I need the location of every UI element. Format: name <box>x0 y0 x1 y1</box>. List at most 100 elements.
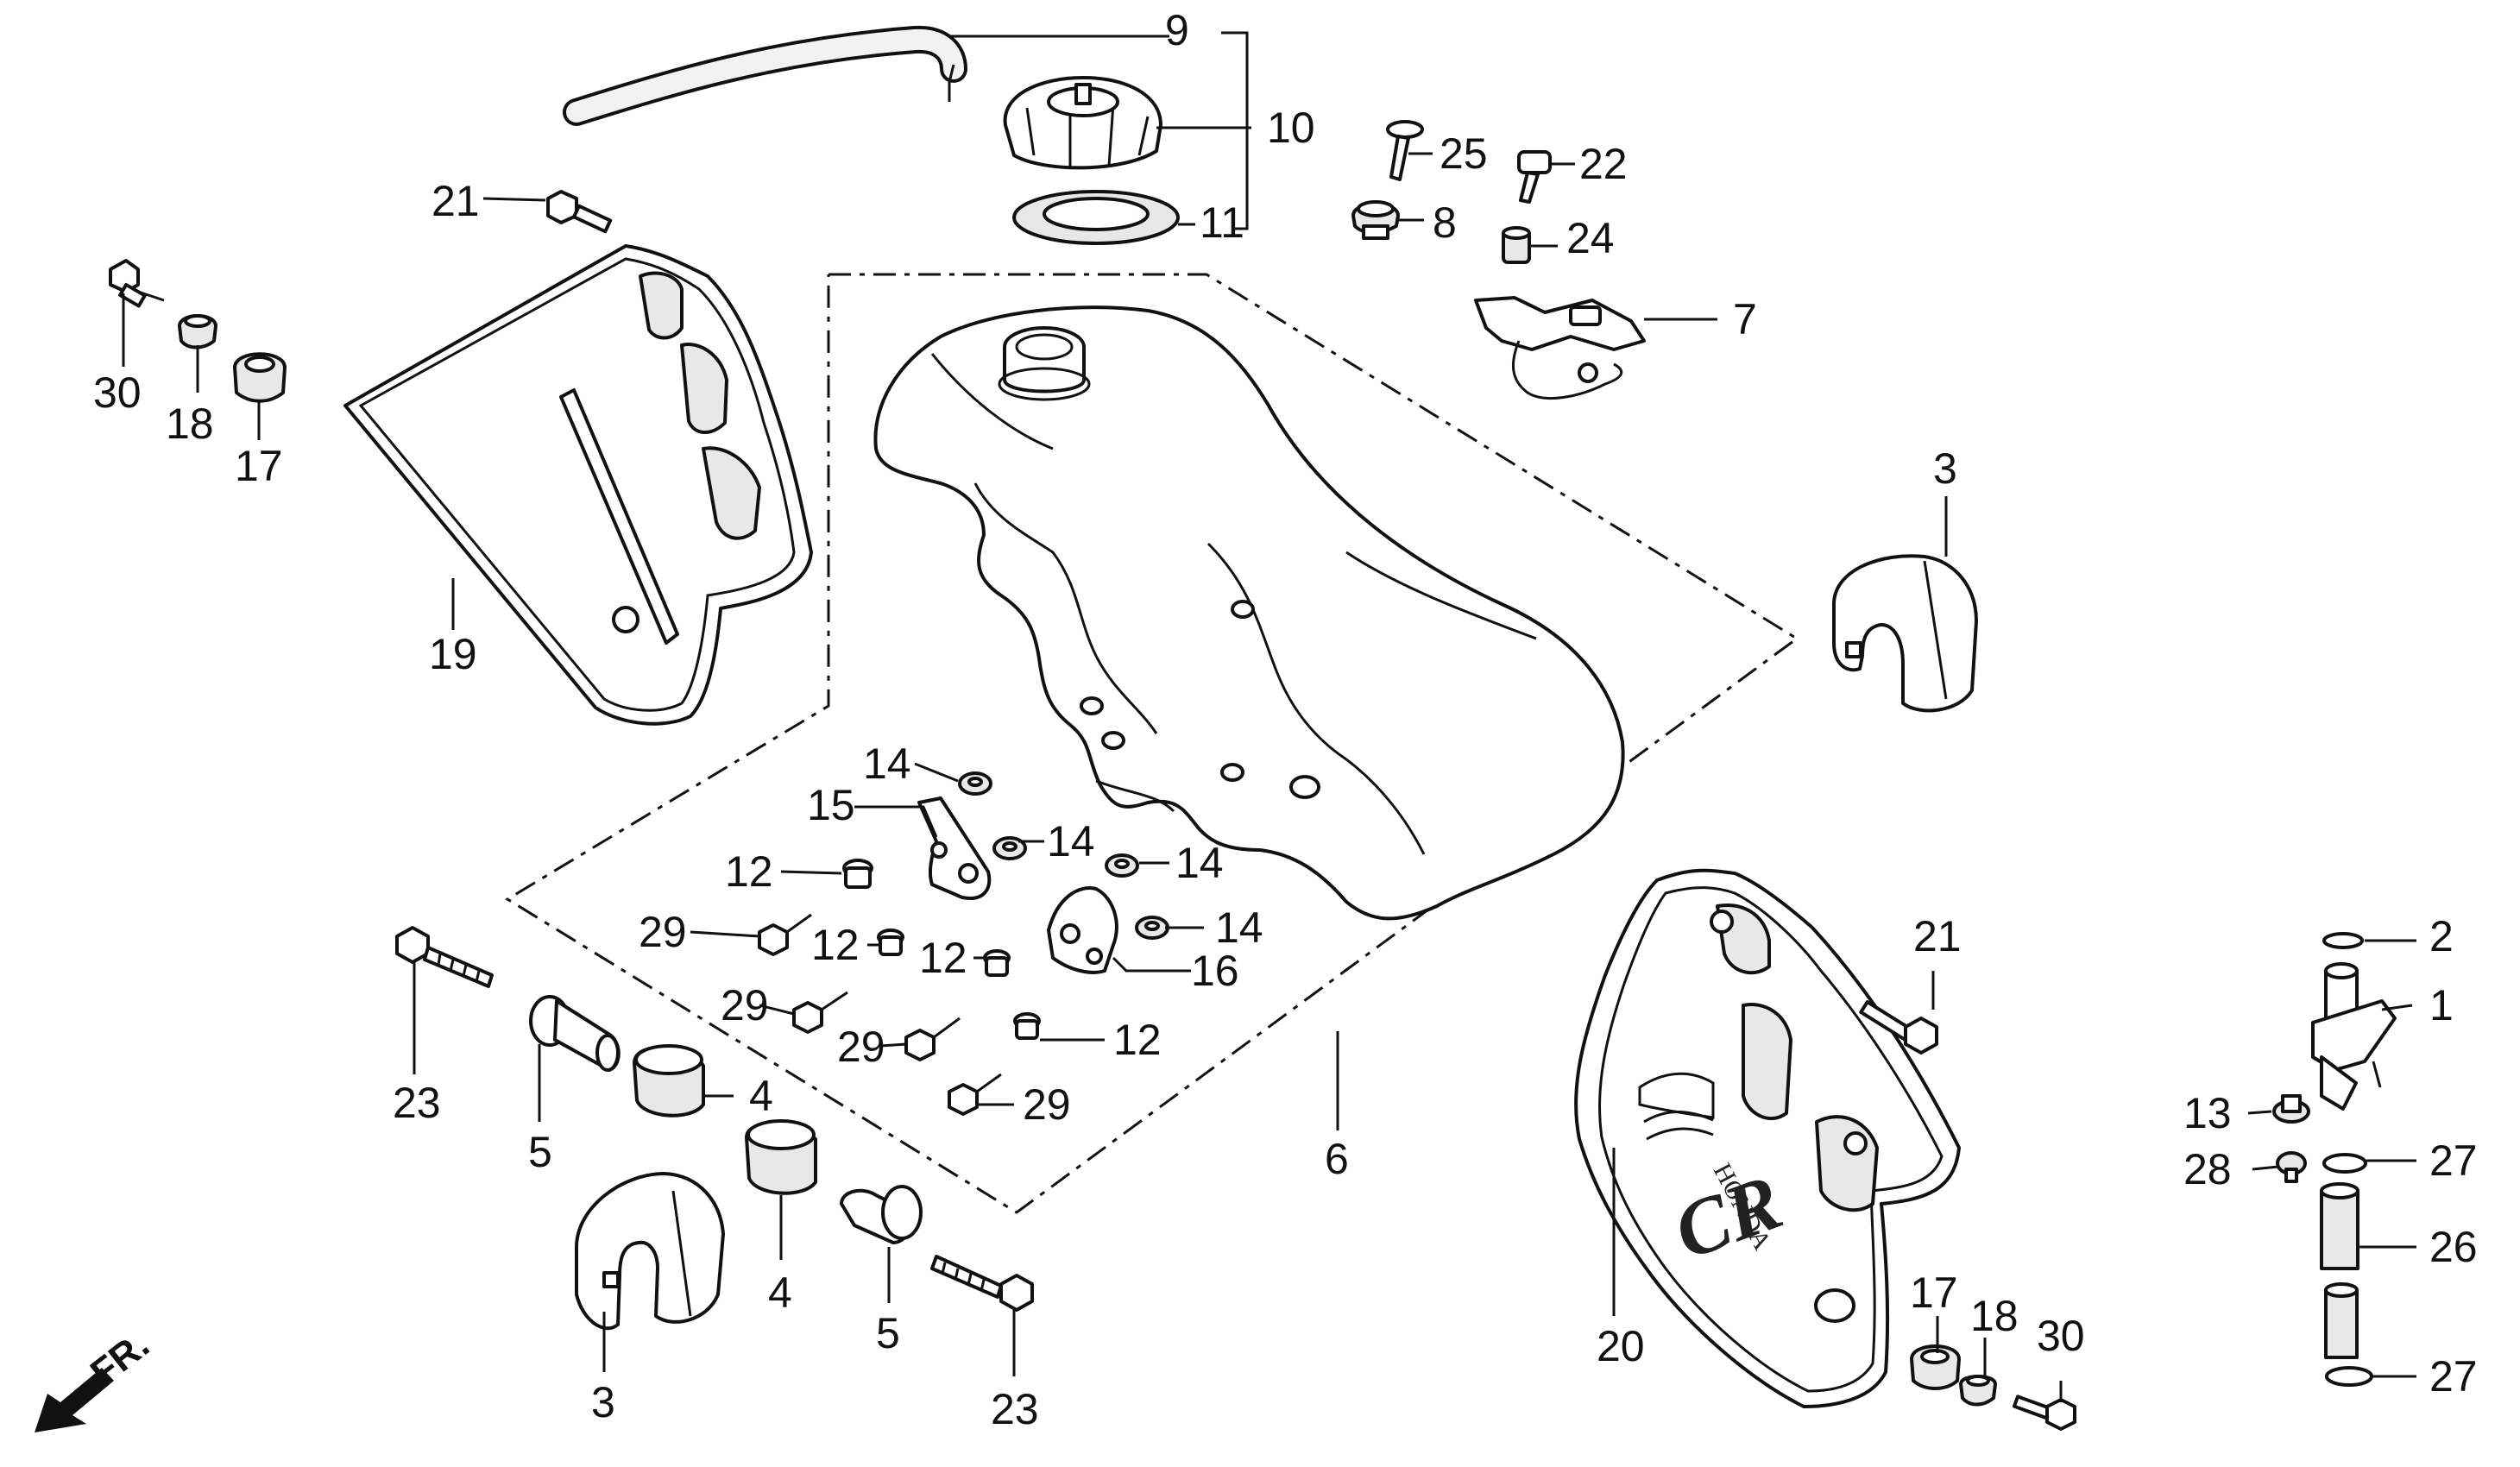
collar-5-lower <box>840 1185 923 1244</box>
callout-24: 24 <box>1566 214 1615 262</box>
washer-18-left <box>178 314 217 349</box>
nut-14-d <box>1135 916 1169 940</box>
callout-25: 25 <box>1440 129 1488 178</box>
callout-14-d: 14 <box>1215 903 1263 952</box>
screw-25 <box>1386 120 1424 181</box>
washer-28 <box>2276 1151 2307 1183</box>
callout-2: 2 <box>2429 912 2454 960</box>
clip-27-upper <box>2322 1153 2367 1174</box>
callout-14-a: 14 <box>863 740 911 788</box>
grommet-4-lower <box>745 1119 817 1195</box>
callout-11: 11 <box>1200 198 1244 247</box>
washer-18-right <box>1959 1375 1997 1407</box>
callout-16: 16 <box>1191 947 1239 995</box>
callout-12-c: 12 <box>919 934 967 982</box>
bolt-21-right <box>1859 1000 1938 1055</box>
callout-5-lower: 5 <box>876 1309 900 1357</box>
nut-14-a <box>958 771 992 796</box>
right-shroud: HONDA CR <box>1574 868 1961 1408</box>
callout-7: 7 <box>1733 295 1757 343</box>
assembly-outline <box>505 273 1799 1214</box>
callout-29-c: 29 <box>837 1023 885 1071</box>
callout-19: 19 <box>429 630 477 678</box>
callout-14-b: 14 <box>1047 817 1095 866</box>
fuel-tube-26 <box>2320 1182 2359 1359</box>
collar-12-b <box>877 929 904 956</box>
callout-29-b: 29 <box>721 981 769 1029</box>
callout-15: 15 <box>807 781 855 829</box>
callout-23-upper: 23 <box>393 1079 441 1127</box>
collar-24 <box>1502 226 1531 264</box>
callout-8: 8 <box>1433 198 1457 247</box>
clip-27-lower <box>2325 1366 2373 1387</box>
bolt-23-lower <box>930 1255 1034 1312</box>
callout-6: 6 <box>1325 1135 1349 1183</box>
leader-lines <box>122 31 2416 1402</box>
callout-9: 9 <box>1165 6 1189 54</box>
callout-29-a: 29 <box>639 908 687 956</box>
callout-20: 20 <box>1597 1322 1645 1370</box>
collar-12-a <box>842 859 873 889</box>
callout-21-left: 21 <box>432 177 480 225</box>
fuel-cap <box>1003 76 1162 170</box>
bolt-29-b <box>792 991 848 1034</box>
callout-5-upper: 5 <box>528 1128 552 1176</box>
callout-21-right: 21 <box>1913 912 1962 960</box>
callout-1: 1 <box>2429 981 2454 1029</box>
breather-tube <box>563 25 967 126</box>
o-ring-2 <box>2322 932 2364 949</box>
fuel-valve <box>2311 962 2397 1111</box>
collar-12-d <box>1013 1012 1041 1040</box>
callout-4-lower: 4 <box>768 1269 792 1317</box>
callout-27-upper: 27 <box>2429 1136 2478 1185</box>
rubber-8 <box>1351 200 1400 240</box>
bolt-30-right <box>2012 1395 2076 1431</box>
callout-4-upper: 4 <box>749 1072 773 1120</box>
callout-23-lower: 23 <box>991 1385 1039 1433</box>
front-direction-arrow: FR. <box>35 1324 157 1432</box>
callout-26: 26 <box>2429 1223 2478 1271</box>
bolt-23-upper <box>395 926 494 988</box>
bolt-29-a <box>758 913 812 956</box>
callout-28: 28 <box>2183 1145 2232 1193</box>
callout-30-right: 30 <box>2037 1312 2085 1360</box>
tank-band <box>1474 296 1646 400</box>
callout-10: 10 <box>1267 104 1315 152</box>
collar-12-c <box>983 949 1011 977</box>
callout-12-b: 12 <box>811 921 860 969</box>
bracket-16 <box>1047 886 1118 974</box>
fuel-cap-gasket <box>1012 190 1180 245</box>
callout-12-d: 12 <box>1113 1016 1162 1064</box>
nut-14-c <box>1105 853 1139 878</box>
callout-labels: 9 10 11 25 22 8 24 7 21 19 30 18 17 3 14… <box>93 6 2478 1433</box>
callout-17-left: 17 <box>235 442 283 490</box>
callout-30-left: 30 <box>93 368 142 417</box>
callout-3-left: 3 <box>591 1378 615 1426</box>
rubber-guide-left <box>575 1172 725 1331</box>
callout-17-right: 17 <box>1910 1269 1958 1317</box>
callout-12-a: 12 <box>725 847 773 896</box>
bolt-21-left <box>546 190 613 234</box>
callout-22: 22 <box>1579 140 1628 188</box>
bolt-29-c <box>904 1017 961 1061</box>
bolt-22 <box>1517 150 1552 204</box>
callout-18-left: 18 <box>166 400 214 448</box>
rubber-guide-right <box>1832 554 1978 713</box>
grommet-4-upper <box>633 1044 705 1118</box>
callout-18-right: 18 <box>1970 1292 2019 1340</box>
fuel-tank <box>873 305 1625 921</box>
callout-14-c: 14 <box>1175 839 1224 887</box>
callout-27-lower: 27 <box>2429 1352 2478 1401</box>
bracket-15 <box>917 796 992 900</box>
left-shroud <box>343 244 813 726</box>
bolt-30-left <box>109 259 165 308</box>
callout-3-right: 3 <box>1933 444 1957 493</box>
nut-14-b <box>992 836 1027 860</box>
callout-29-d: 29 <box>1023 1080 1071 1129</box>
bolt-29-d <box>948 1073 1002 1116</box>
grommet-17-left <box>233 352 287 403</box>
collar-5-upper <box>529 995 621 1072</box>
drain-bolt-13 <box>2272 1094 2310 1124</box>
grommet-17-right <box>1910 1344 1961 1390</box>
